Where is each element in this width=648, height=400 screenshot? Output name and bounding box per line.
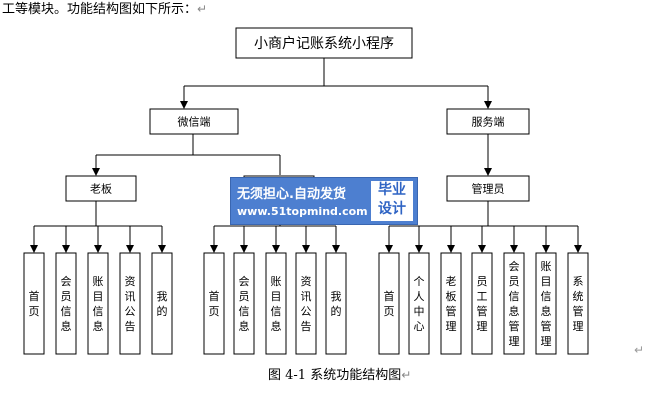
leaf-admin-2-label: 老板管理	[446, 275, 457, 333]
leaf-boss-1-box	[55, 252, 77, 355]
return-mark-icon: ↵	[197, 2, 208, 16]
node-admin-box	[446, 175, 530, 202]
leaf-member-1: 会员信息	[233, 252, 255, 355]
leaf-member-4-label: 我的	[331, 290, 342, 318]
leaf-admin-5-label: 账目信息管理	[541, 260, 552, 348]
diagram-nodes: 小商户记账系统小程序微信端服务端老板会员管理员首页会员信息账目信息资讯公告我的首…	[23, 27, 589, 355]
node-root-box	[235, 27, 413, 59]
node-boss: 老板	[65, 175, 137, 202]
leaf-admin-2-box	[440, 252, 462, 355]
figure-caption-text: 图 4-1 系统功能结构图	[268, 368, 402, 383]
leaf-admin-3: 员工管理	[471, 252, 493, 355]
leaf-boss-4: 我的	[151, 252, 173, 355]
leaf-admin-5: 账目信息管理	[535, 252, 557, 355]
node-wechat-box	[149, 108, 239, 135]
leaf-boss-0: 首页	[23, 252, 45, 355]
leaf-boss-2-label: 账目信息	[93, 275, 104, 333]
node-boss-label: 老板	[90, 181, 112, 195]
leaf-boss-0-box	[23, 252, 45, 355]
leaf-member-2-label: 账目信息	[271, 275, 282, 333]
leaf-admin-0: 首页	[378, 252, 400, 355]
watermark-line1: 无须担心.自动发货	[237, 187, 346, 202]
leaf-admin-5-box	[535, 252, 557, 355]
node-server: 服务端	[446, 108, 530, 135]
leaf-admin-1: 个人中心	[408, 252, 430, 355]
leaf-admin-0-label: 首页	[384, 289, 395, 318]
leaf-boss-4-box	[151, 252, 173, 355]
leaf-boss-3: 资讯公告	[119, 252, 141, 355]
leaf-member-3-label: 资讯公告	[301, 275, 312, 333]
leaf-boss-1-label: 会员信息	[61, 275, 72, 333]
node-server-label: 服务端	[472, 115, 505, 128]
leaf-member-0-box	[203, 252, 225, 355]
watermark-banner: 无须担心.自动发货 www.51topmind.com 毕业 设计	[230, 177, 418, 225]
leaf-member-0-label: 首页	[209, 289, 220, 318]
figure-caption: 图 4-1 系统功能结构图↵	[268, 366, 411, 385]
leaf-boss-1: 会员信息	[55, 252, 77, 355]
leaf-member-3-box	[295, 252, 317, 355]
leaf-member-2-box	[265, 252, 287, 355]
node-wechat-label: 微信端	[178, 114, 211, 128]
leaf-admin-6-box	[567, 252, 589, 355]
watermark-line2: www.51topmind.com	[237, 205, 368, 218]
leaf-admin-2: 老板管理	[440, 252, 462, 355]
leaf-admin-1-label: 个人中心	[414, 275, 425, 333]
watermark-badge-top: 毕业	[378, 182, 406, 198]
leaf-boss-2: 账目信息	[87, 252, 109, 355]
node-admin: 管理员	[446, 175, 530, 202]
leaf-member-1-label: 会员信息	[239, 275, 250, 333]
leaf-boss-2-box	[87, 252, 109, 355]
leaf-member-3: 资讯公告	[295, 252, 317, 355]
return-mark-icon: ↵	[634, 343, 645, 357]
leaf-boss-4-label: 我的	[157, 290, 168, 318]
leaf-member-1-box	[233, 252, 255, 355]
leaf-admin-4-label: 会员信息管理	[509, 260, 520, 348]
leaf-admin-4: 会员信息管理	[503, 252, 525, 355]
leaf-admin-3-box	[471, 252, 493, 355]
leaf-member-0: 首页	[203, 252, 225, 355]
leaf-boss-0-label: 首页	[29, 289, 40, 318]
leaf-member-2: 账目信息	[265, 252, 287, 355]
node-boss-box	[65, 175, 137, 202]
leaf-boss-3-label: 资讯公告	[125, 275, 136, 333]
return-mark-icon: ↵	[401, 368, 412, 382]
leaf-admin-6-label: 系统管理	[573, 275, 584, 333]
node-admin-label: 管理员	[472, 181, 505, 195]
leaf-member-4-box	[325, 252, 347, 355]
node-root-label: 小商户记账系统小程序	[254, 35, 394, 52]
leaf-admin-3-label: 员工管理	[477, 275, 488, 333]
watermark-badge: 毕业 设计	[371, 181, 413, 221]
leaf-boss-3-box	[119, 252, 141, 355]
node-server-box	[446, 108, 530, 135]
leaf-admin-4-box	[503, 252, 525, 355]
connector-lines	[30, 58, 582, 253]
intro-text: 工等模块。功能结构图如下所示：↵	[2, 0, 207, 19]
leaf-admin-6: 系统管理	[567, 252, 589, 355]
node-wechat: 微信端	[149, 108, 239, 135]
leaf-admin-1-box	[408, 252, 430, 355]
leaf-admin-0-box	[378, 252, 400, 355]
leaf-member-4: 我的	[325, 252, 347, 355]
intro-text-content: 工等模块。功能结构图如下所示：	[2, 2, 198, 17]
node-root: 小商户记账系统小程序	[235, 27, 413, 59]
watermark-badge-bottom: 设计	[378, 201, 406, 217]
